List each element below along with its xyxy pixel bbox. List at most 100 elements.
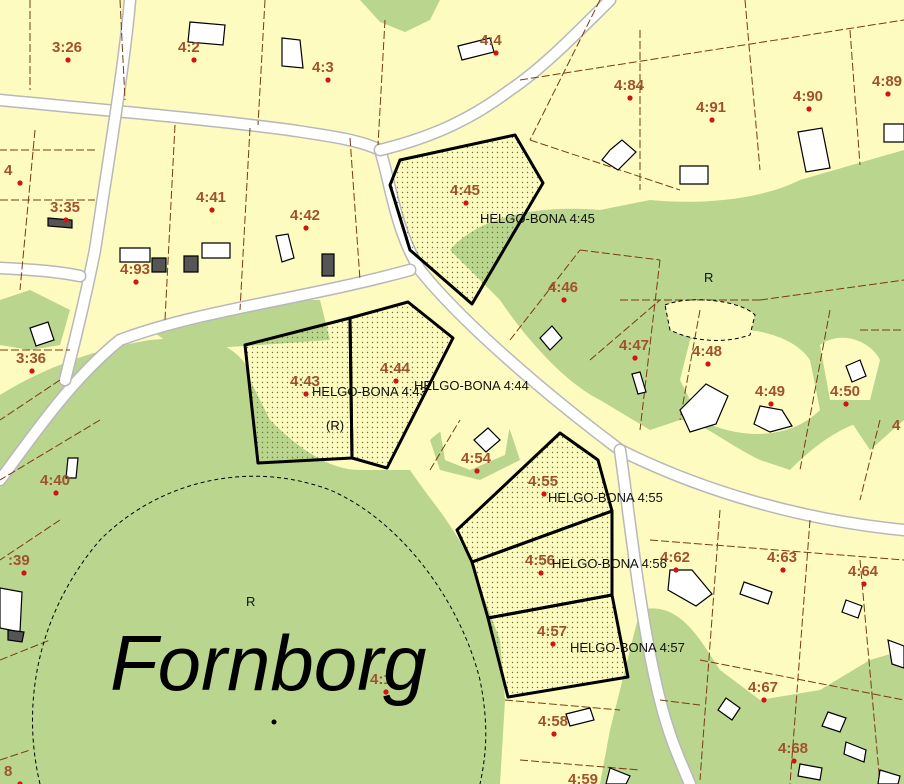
building xyxy=(281,37,304,69)
highlighted-parcels[interactable] xyxy=(243,133,630,699)
building xyxy=(0,587,23,633)
parcel-label-4-left[interactable]: 4 xyxy=(4,162,13,179)
highlighted-label-4-57[interactable]: HELGO-BONA 4:57 xyxy=(570,640,685,655)
parcel-label-4-93[interactable]: 4:93 xyxy=(120,261,150,278)
parcel-label-4-56[interactable]: 4:56 xyxy=(525,552,555,569)
parcel-points xyxy=(17,50,891,784)
parcel-label-3-35[interactable]: 3:35 xyxy=(50,199,80,216)
parcel-label-4-68[interactable]: 4:68 xyxy=(778,740,808,757)
parcel-label-4-44[interactable]: 4:44 xyxy=(380,360,411,377)
highlighted-label-4-45[interactable]: HELGO-BONA 4:45 xyxy=(480,211,595,226)
parcel-label-4-2[interactable]: 4:2 xyxy=(178,39,200,56)
parcel-outline-4-57 xyxy=(486,593,630,699)
parcel-label-4-46[interactable]: 4:46 xyxy=(548,279,578,296)
road-left xyxy=(0,265,415,485)
building xyxy=(65,457,79,479)
parcel-point xyxy=(191,57,197,63)
parcel-outline-4-45 xyxy=(388,133,545,306)
building xyxy=(717,697,741,721)
building xyxy=(877,769,901,784)
place-name-label: Fornborg xyxy=(110,619,427,707)
parcel-label-3-36[interactable]: 3:36 xyxy=(16,350,46,367)
building xyxy=(539,325,563,351)
parcel-label-4-55[interactable]: 4:55 xyxy=(528,473,558,490)
ancient-monument-outlines xyxy=(32,299,756,784)
highlighted-label-4-55[interactable]: HELGO-BONA 4:55 xyxy=(548,490,663,505)
building xyxy=(605,767,631,784)
parcel-label-4-90[interactable]: 4:90 xyxy=(793,88,823,105)
road-north xyxy=(60,0,135,385)
parcel-point xyxy=(561,297,567,303)
parcel-point xyxy=(761,697,767,703)
parcel-point xyxy=(885,91,891,97)
parcel-label-4-84[interactable]: 4:84 xyxy=(614,77,645,94)
parcel-label-4-64[interactable]: 4:64 xyxy=(848,563,879,580)
highlighted-label-4-56[interactable]: HELGO-BONA 4:56 xyxy=(552,556,667,571)
parcel-point xyxy=(63,217,69,223)
building xyxy=(119,247,151,263)
parcel-point xyxy=(627,95,633,101)
parcel-point xyxy=(791,758,797,764)
parcel-label-4-49[interactable]: 4:49 xyxy=(755,383,785,400)
building xyxy=(753,405,793,433)
parcel-label-4-58[interactable]: 4:58 xyxy=(538,713,568,730)
parcel-label-4-4[interactable]: 4:4 xyxy=(480,32,502,49)
parcel-label-4-48[interactable]: 4:48 xyxy=(692,343,722,360)
building xyxy=(841,599,863,619)
parcel-label-4-47[interactable]: 4:47 xyxy=(619,337,649,354)
parcel-point xyxy=(705,361,711,367)
parcel-point xyxy=(474,468,480,474)
parcel-label-4-63[interactable]: 4:63 xyxy=(767,549,797,566)
building xyxy=(601,139,637,171)
building xyxy=(187,21,226,46)
parcel-label-4-1[interactable]: 4:1 xyxy=(370,671,392,688)
highlighted-label-4-44[interactable]: HELGO-BONA 4:44 xyxy=(414,378,529,393)
building xyxy=(679,165,709,185)
parcel-point xyxy=(632,355,638,361)
parcel-point xyxy=(709,117,715,123)
parcel-point xyxy=(303,225,309,231)
parcel-label-4-62[interactable]: 4:62 xyxy=(660,549,690,566)
parcel-label-3-39[interactable]: :39 xyxy=(8,552,30,569)
parcel-point xyxy=(17,781,23,784)
building xyxy=(843,741,867,763)
forest-right-edge xyxy=(850,300,904,450)
parcel-label-4-57[interactable]: 4:57 xyxy=(537,623,567,640)
parcel-labels: 3:26 4:2 4:3 4:4 4:84 4:91 4:90 4:89 4:4… xyxy=(4,32,902,784)
building xyxy=(275,233,295,263)
parcel-label-4-91[interactable]: 4:91 xyxy=(696,99,726,116)
building xyxy=(883,123,904,143)
parcel-label-8[interactable]: 8 xyxy=(4,763,12,780)
parcel-label-4-41[interactable]: 4:41 xyxy=(196,189,226,206)
parcel-label-4-right[interactable]: 4 xyxy=(892,417,901,434)
parcel-label-4-59[interactable]: 4:59 xyxy=(568,771,598,784)
parcel-point xyxy=(541,491,547,497)
parcel-label-4-54[interactable]: 4:54 xyxy=(461,450,492,467)
parcel-point xyxy=(303,391,309,397)
parcel-label-4-67[interactable]: 4:67 xyxy=(748,679,778,696)
highlighted-label-4-43[interactable]: HELGO-BONA 4:43 xyxy=(312,384,427,399)
parcel-point xyxy=(209,207,215,213)
parcel-point xyxy=(861,581,867,587)
parcel-outline-4-55 xyxy=(455,431,614,564)
parcel-label-4-42[interactable]: 4:42 xyxy=(290,207,320,224)
building-dark xyxy=(7,629,25,643)
parcel-label-4-89[interactable]: 4:89 xyxy=(872,73,902,90)
monument-icon: R xyxy=(704,270,713,285)
building xyxy=(797,127,831,173)
parcel-label-3-26[interactable]: 3:26 xyxy=(52,39,82,56)
parcel-label-4-43[interactable]: 4:43 xyxy=(290,373,320,390)
forest-4-46 xyxy=(520,231,620,330)
parcel-label-4-45[interactable]: 4:45 xyxy=(450,182,480,199)
parcel-point xyxy=(17,180,23,186)
parcel-point xyxy=(843,401,849,407)
parcel-label-4-40[interactable]: 4:40 xyxy=(40,472,70,489)
road-west xyxy=(0,263,85,281)
forest-big xyxy=(0,336,505,784)
parcel-label-4-3[interactable]: 4:3 xyxy=(312,59,334,76)
parcel-label-4-50[interactable]: 4:50 xyxy=(830,383,860,400)
parcel-point xyxy=(806,106,812,112)
parcel-point xyxy=(133,279,139,285)
